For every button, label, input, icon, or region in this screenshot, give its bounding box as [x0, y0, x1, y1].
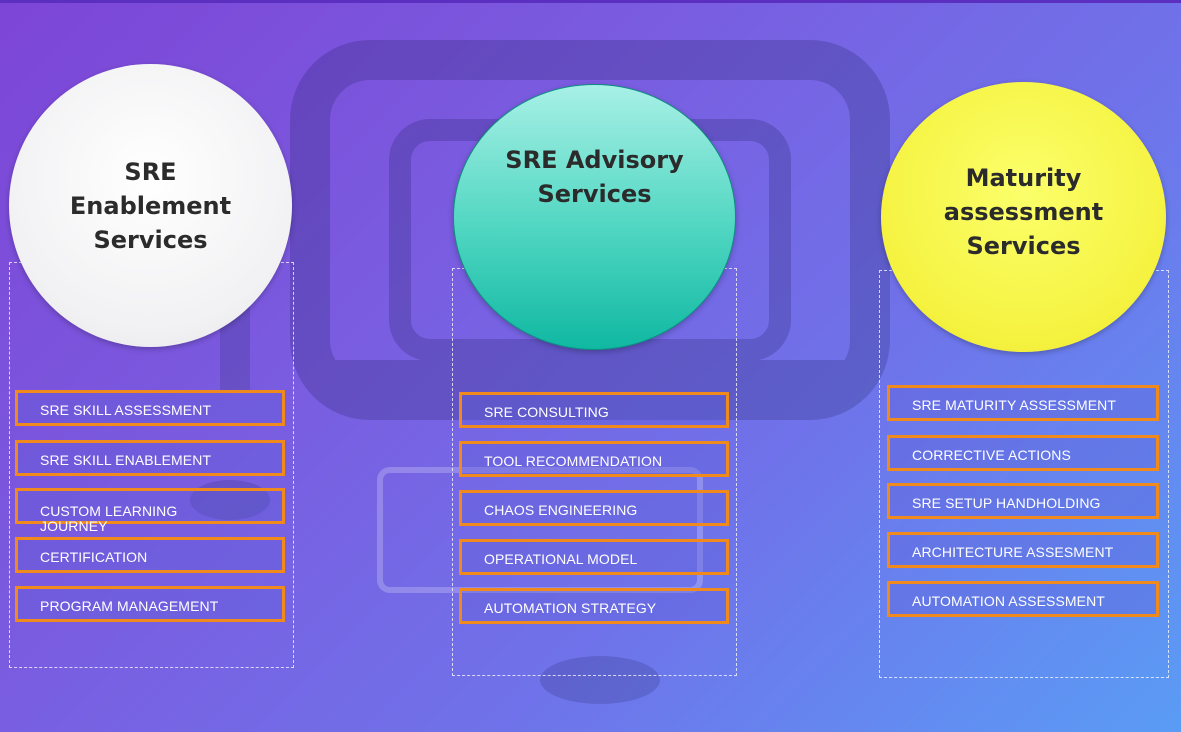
list-item[interactable]: CHAOS ENGINEERING [459, 490, 729, 526]
circle-enablement-services: SRE Enablement Services [9, 64, 292, 347]
list-item[interactable]: CERTIFICATION [15, 537, 285, 573]
list-item[interactable]: SRE SKILL ENABLEMENT [15, 440, 285, 476]
list-item[interactable]: AUTOMATION STRATEGY [459, 588, 729, 624]
list-item[interactable]: CUSTOM LEARNING JOURNEY [15, 488, 285, 534]
list-item[interactable]: CORRECTIVE ACTIONS [887, 435, 1159, 471]
list-item[interactable]: SRE CONSULTING [459, 392, 729, 428]
list-item[interactable]: OPERATIONAL MODEL [459, 539, 729, 575]
list-item[interactable]: SRE SETUP HANDHOLDING [887, 483, 1159, 519]
list-item[interactable]: ARCHITECTURE ASSESMENT [887, 532, 1159, 568]
list-item[interactable]: TOOL RECOMMENDATION [459, 441, 729, 477]
list-item[interactable]: AUTOMATION ASSESSMENT [887, 581, 1159, 617]
list-item[interactable]: SRE SKILL ASSESSMENT [15, 390, 285, 426]
circle-title: Maturity assessment Services [943, 164, 1104, 260]
list-item[interactable]: SRE MATURITY ASSESSMENT [887, 385, 1159, 421]
top-border [0, 0, 1181, 3]
circle-advisory-services: SRE Advisory Services [453, 84, 736, 350]
list-item[interactable]: PROGRAM MANAGEMENT [15, 586, 285, 622]
circle-title: SRE Advisory Services [505, 146, 684, 208]
circle-title: SRE Enablement Services [69, 157, 232, 254]
circle-maturity-services: Maturity assessment Services [881, 82, 1166, 352]
